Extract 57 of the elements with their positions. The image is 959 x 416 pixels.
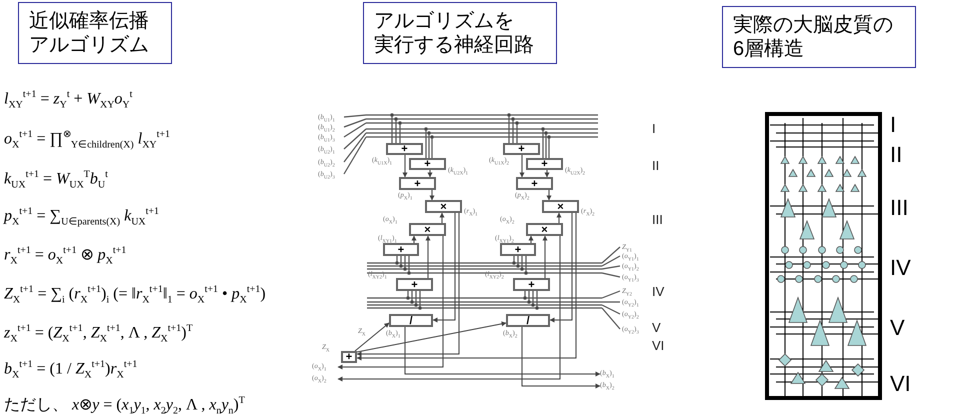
heading-box: アルゴリズムを実行する神経回路 [363, 2, 557, 64]
layer-label: IV [652, 284, 664, 299]
arrow [520, 154, 524, 178]
equation: z$_{X}$$^{t+1}$ = (Z$_{X}$$^{t+1}$, Z$_{X}$$^{t+1}$, Λ , Z$_{X}$$^{t+1}$)$^{T}$ [4, 322, 193, 347]
equation: ただし、 x⊗y = (x$_{1}$y$_{1}$, x$_{2}$y$_{2}$, Λ , x$_{n}$y$_{n}$)$^{T}$ [4, 394, 245, 416]
operator-box: + [396, 278, 433, 291]
operator-box: + [500, 243, 536, 256]
arrow [402, 154, 408, 178]
arrow [522, 326, 600, 388]
layer-label: I [890, 112, 896, 138]
operator-box: / [506, 314, 550, 327]
arrow [356, 321, 506, 352]
layer-label: VI [890, 371, 911, 397]
operator-box: + [503, 143, 540, 155]
arrow [356, 212, 460, 356]
arrow [430, 190, 434, 200]
operator-box: + [383, 243, 419, 256]
heading-box: 近似確率伝播アルゴリズム [18, 2, 172, 64]
operator-box: + [341, 351, 357, 363]
layer-label: II [652, 158, 660, 173]
arrow [426, 236, 430, 278]
arrow [556, 212, 562, 224]
arrow [528, 236, 534, 244]
arrow [338, 236, 560, 382]
arrow [412, 236, 416, 244]
arrow [544, 170, 550, 178]
arrow [338, 236, 444, 370]
operator-box: × [526, 223, 563, 236]
arrow [404, 326, 600, 376]
layer-label: III [890, 195, 908, 221]
operator-box: + [526, 158, 563, 170]
operator-box: × [425, 200, 462, 213]
operator-box: + [386, 143, 423, 155]
layer-label: I [652, 121, 656, 136]
operator-box: + [409, 158, 446, 170]
arrow [428, 170, 432, 178]
operator-box: × [542, 200, 579, 213]
layer-label: V [890, 315, 905, 341]
arrow [550, 212, 572, 322]
layer-label: V [652, 320, 661, 335]
arrow [546, 190, 552, 200]
arrow [354, 322, 390, 352]
layer-label: VI [652, 338, 664, 353]
equation: Z$_{X}$$^{t+1}$ = ∑$_{i}$ (r$_{X}$$^{t+1}$)$_{i}$ (= ‖r$_{X}$$^{t+1}$‖$_{1}$ = o$_{X}$$^{t+1}$ • p$_{X}$$^{t+1}$) [4, 283, 266, 308]
arrow [432, 212, 456, 322]
layer-label: II [890, 142, 902, 168]
heading-box: 実際の大脳皮質の6層構造 [722, 6, 916, 68]
operator-box: + [399, 177, 436, 190]
operator-box: × [409, 223, 446, 236]
arrow [542, 236, 548, 278]
layer-label: IV [890, 255, 911, 281]
arrow [440, 212, 444, 224]
operator-box: + [513, 278, 550, 291]
operator-box: / [389, 314, 433, 327]
arrow [356, 212, 576, 360]
layer-label: III [652, 212, 663, 227]
operator-box: + [516, 177, 553, 190]
